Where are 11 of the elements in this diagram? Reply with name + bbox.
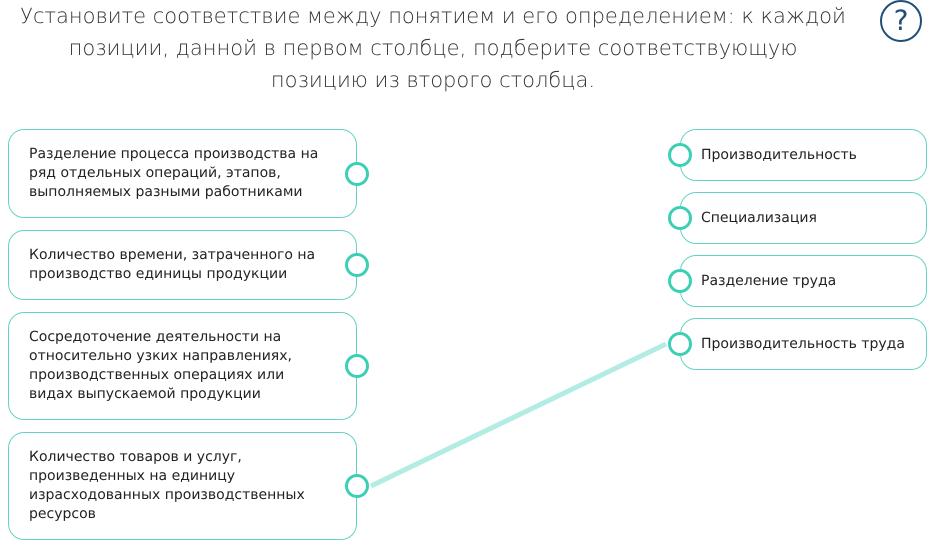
term-text: Разделение труда bbox=[701, 272, 836, 290]
term-text: Производительность труда bbox=[701, 334, 905, 354]
definition-text: Количество товаров и услуг, произведенных на единицу израсходованных производственных ресурсов bbox=[29, 448, 306, 524]
connector-line bbox=[370, 342, 668, 488]
term-text: Специализация bbox=[701, 208, 817, 228]
definition-text: Количество времени, затраченного на производство единицы продукции bbox=[29, 246, 316, 284]
definition-text: Сосредоточение деятельности на относительно узких направлениях, производственных операциях или видах выпускаемой продукции bbox=[29, 328, 293, 404]
help-button: ? bbox=[880, 0, 922, 42]
definition-text: Разделение процесса производства на ряд отдельных операций, этапов, выполняемых разными работниками bbox=[29, 145, 320, 202]
term-text: Производительность bbox=[701, 146, 857, 164]
task-instruction: Установите соответствие между понятием и его определением: к каждой позиции, данной в первом столбце, подберите соответствующую позицию из второго столбца. bbox=[19, 3, 847, 94]
